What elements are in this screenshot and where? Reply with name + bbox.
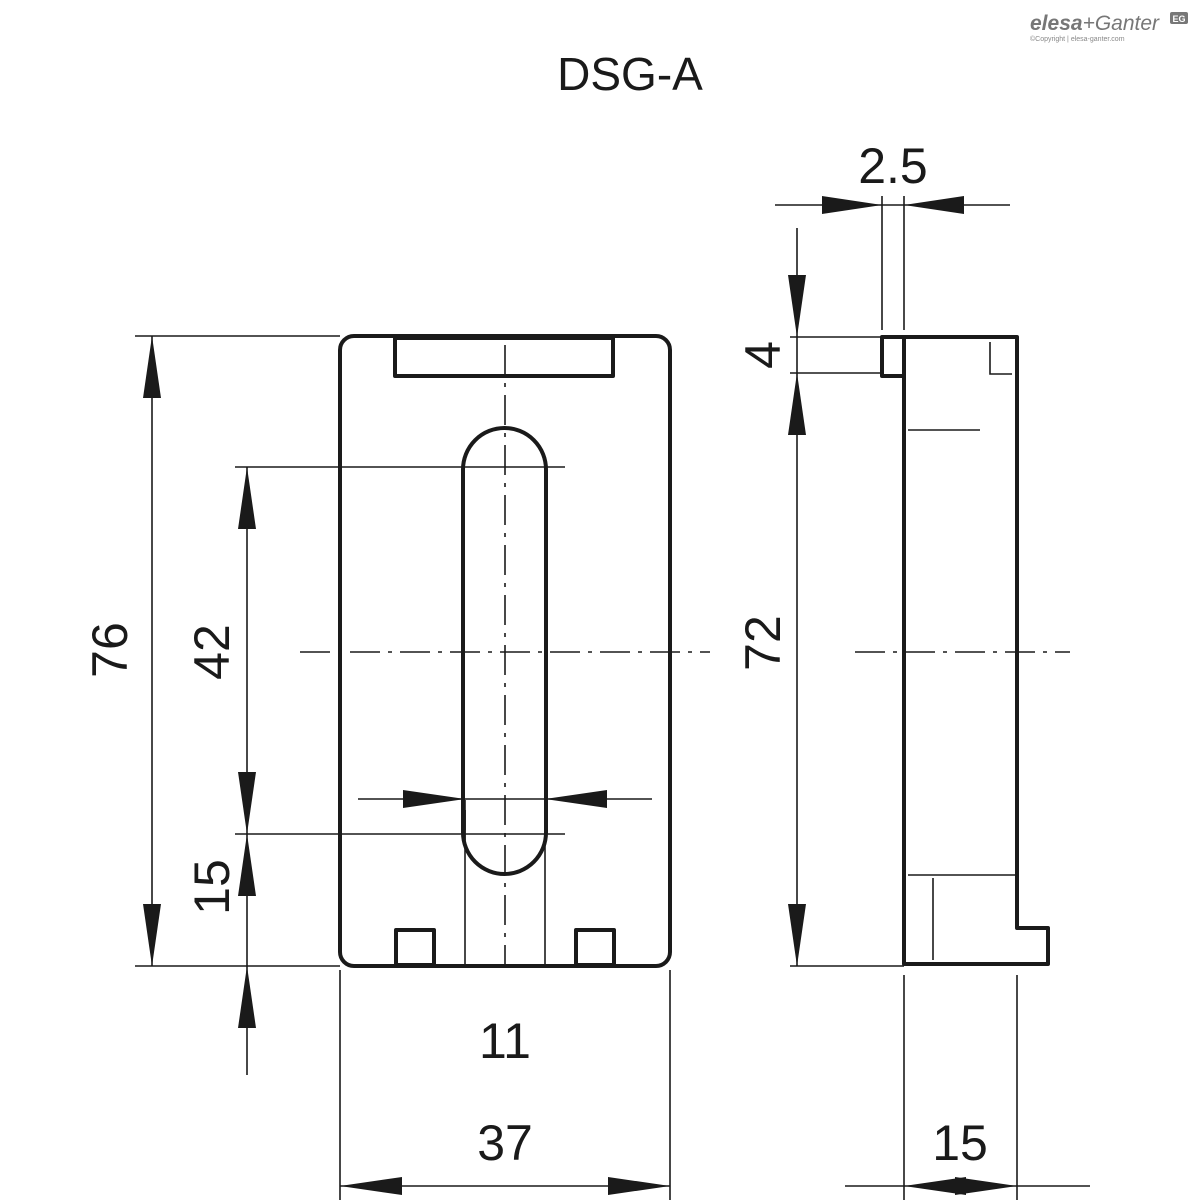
arrow-down — [788, 904, 806, 966]
brand-logo: elesa+Ganter EG ©Copyright | elesa-gante… — [1030, 12, 1188, 43]
dimension-side-thickness — [775, 196, 1010, 330]
dimension-total-width — [339, 970, 671, 1200]
arrow-left — [904, 196, 964, 214]
dimension-side-height — [788, 373, 904, 967]
dim-slot-offset-label: 15 — [184, 859, 240, 915]
dim-total-width-label: 37 — [477, 1115, 533, 1171]
arrow-right — [822, 196, 882, 214]
arrow-right — [403, 790, 465, 808]
dim-side-thickness-label: 2.5 — [858, 138, 928, 194]
drawing-title: DSG-A — [557, 48, 703, 100]
dimension-side-lip — [788, 228, 882, 374]
dimension-side-depth — [845, 975, 1090, 1200]
arrow-down — [143, 904, 161, 966]
side-view — [855, 335, 1070, 966]
arrow-up — [238, 966, 256, 1028]
arrow-down — [238, 834, 256, 896]
arrow-left — [340, 1177, 402, 1195]
arrow-down — [238, 772, 256, 834]
dimension-slot-width — [358, 790, 652, 965]
dim-slot-width-label: 11 — [479, 1013, 531, 1069]
dimension-slot-offset — [238, 834, 256, 1075]
side-profile-outline — [880, 335, 1050, 966]
arrow-right — [608, 1177, 670, 1195]
arrow-up — [788, 373, 806, 435]
arrow-up — [238, 467, 256, 529]
dim-side-lip-label: 4 — [735, 341, 791, 369]
dim-slot-length-label: 42 — [184, 624, 240, 680]
logo-brand-left: elesa — [1030, 12, 1083, 35]
arrow-right — [955, 1177, 1017, 1195]
dimension-total-height — [135, 335, 340, 967]
arrow-left — [545, 790, 607, 808]
dim-total-height-label: 76 — [82, 622, 138, 678]
bottom-tab-right — [574, 928, 616, 967]
arrow-down — [788, 275, 806, 337]
svg-text:elesa+Ganter: elesa+Ganter — [1030, 12, 1160, 35]
top-notch — [393, 336, 615, 378]
dim-side-depth-label: 15 — [932, 1115, 988, 1171]
dim-side-height-label: 72 — [735, 615, 791, 671]
logo-badge: EG — [1172, 14, 1185, 24]
logo-copyright: ©Copyright | elesa-ganter.com — [1030, 35, 1125, 43]
bottom-tab-left — [394, 928, 436, 967]
side-top-step — [989, 342, 1012, 375]
arrow-up — [143, 336, 161, 398]
logo-brand-right: +Ganter — [1083, 12, 1160, 35]
front-view — [300, 334, 710, 968]
arrow-left — [904, 1177, 966, 1195]
dimension-slot-length — [235, 466, 565, 835]
